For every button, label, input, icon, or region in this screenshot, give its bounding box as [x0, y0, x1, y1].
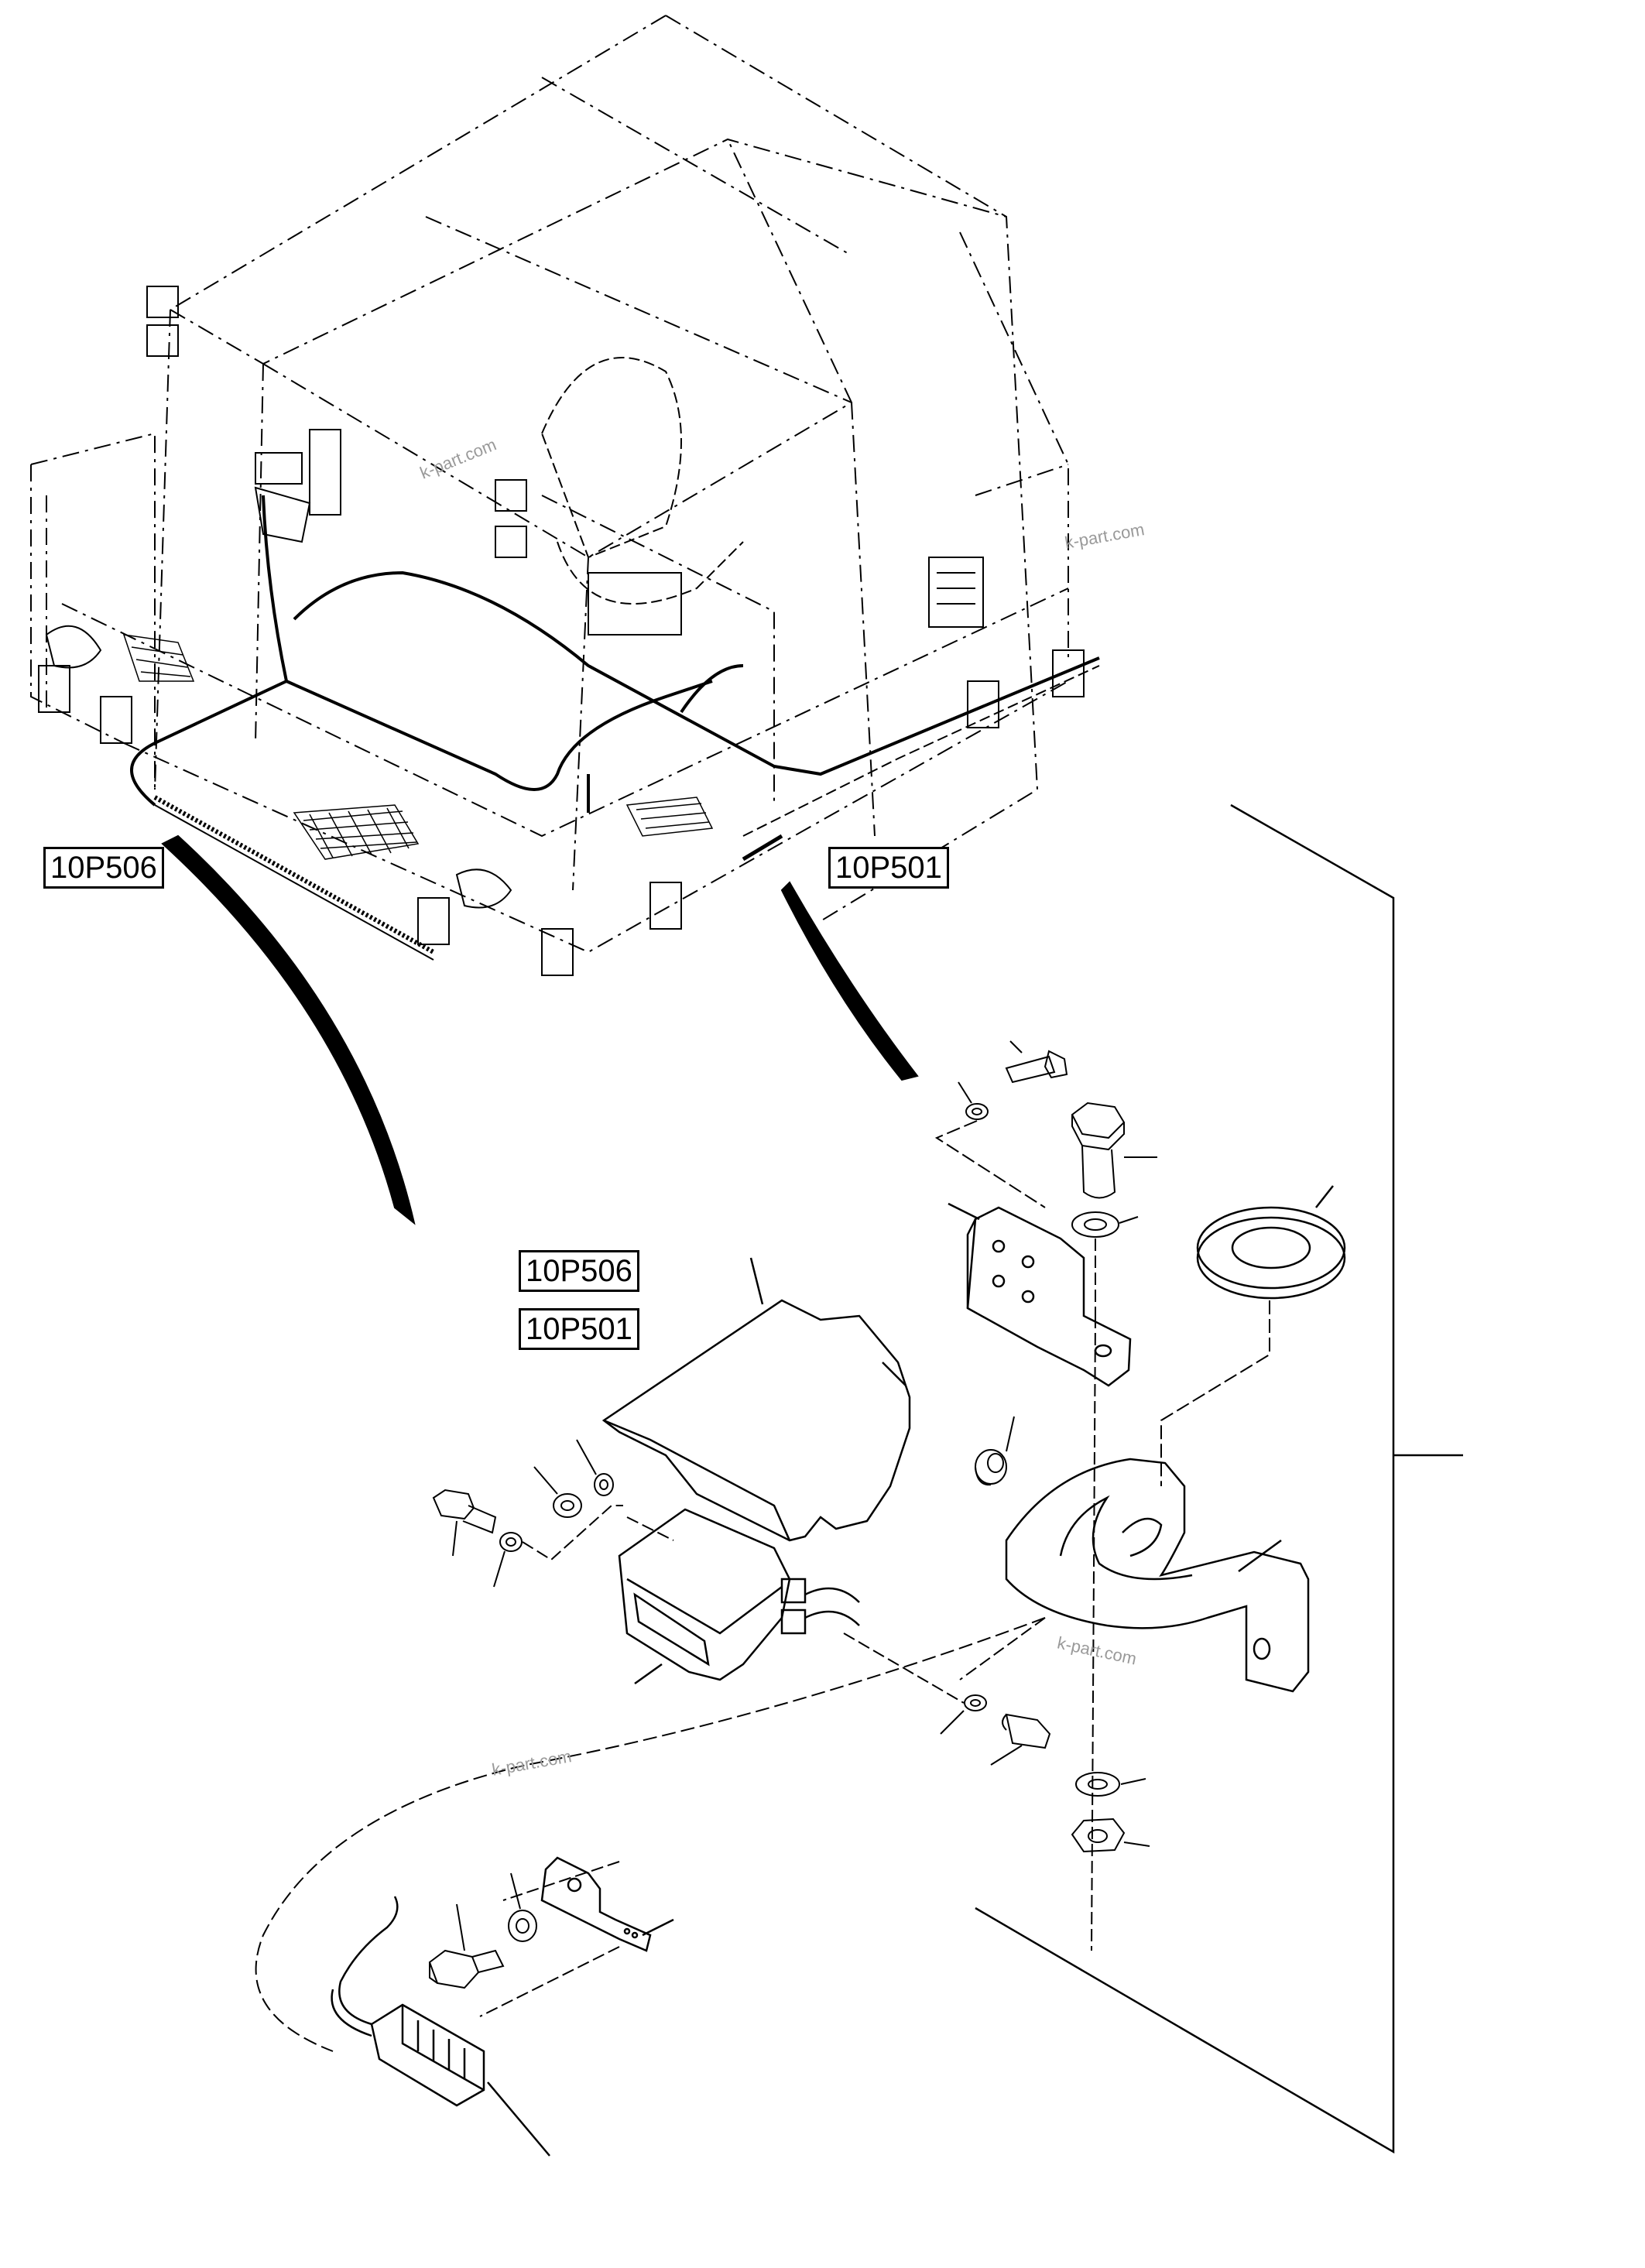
group-bracket [975, 803, 1463, 2154]
ref-label-10P501-top: 10P501 [828, 847, 949, 889]
bushing [975, 1416, 1015, 1486]
cab-mounts [38, 625, 1085, 976]
relay-unit [618, 1508, 860, 1685]
washer-upper-small [958, 1081, 989, 1120]
bolt-right-mid [990, 1713, 1051, 1766]
nut-left [533, 1466, 582, 1518]
bolt-bracket [428, 1903, 505, 1989]
bolt-left [432, 1489, 497, 1557]
control-console [146, 286, 984, 636]
nut-right-lower [1071, 1817, 1150, 1853]
bolt-upper-large [1071, 1101, 1157, 1199]
arrow-10P506 [161, 834, 416, 1225]
washer-right-mid [940, 1694, 987, 1735]
operator-seat [540, 357, 744, 605]
washer-bracket [508, 1872, 537, 1942]
cable-path [255, 1617, 1046, 2052]
ref-label-10P501-detail: 10P501 [519, 1308, 639, 1350]
ref-label-10P506-detail: 10P506 [519, 1250, 639, 1292]
rubber-grommet [1196, 1185, 1346, 1300]
washer-right-lower [1075, 1772, 1146, 1797]
cab-outline [30, 15, 1069, 954]
floor-grille [122, 634, 714, 860]
hook-bracket [1005, 1458, 1310, 1693]
cover-plate [601, 1257, 911, 1542]
mounting-bracket-upper [948, 1202, 1132, 1387]
washer-upper-large [1071, 1211, 1139, 1238]
washer-left-upper [576, 1439, 614, 1496]
bolt-upper-small [1005, 1040, 1068, 1084]
front-step-edge [153, 795, 435, 954]
washer-left-lower [493, 1532, 523, 1588]
wiring-harness [130, 495, 1100, 813]
connector-bracket [540, 1856, 674, 1952]
harness-clip-rail [742, 665, 1100, 837]
arrow-10P501 [780, 881, 919, 1081]
ref-label-10P506-top: 10P506 [43, 847, 164, 889]
harness-connector [331, 1896, 550, 2157]
